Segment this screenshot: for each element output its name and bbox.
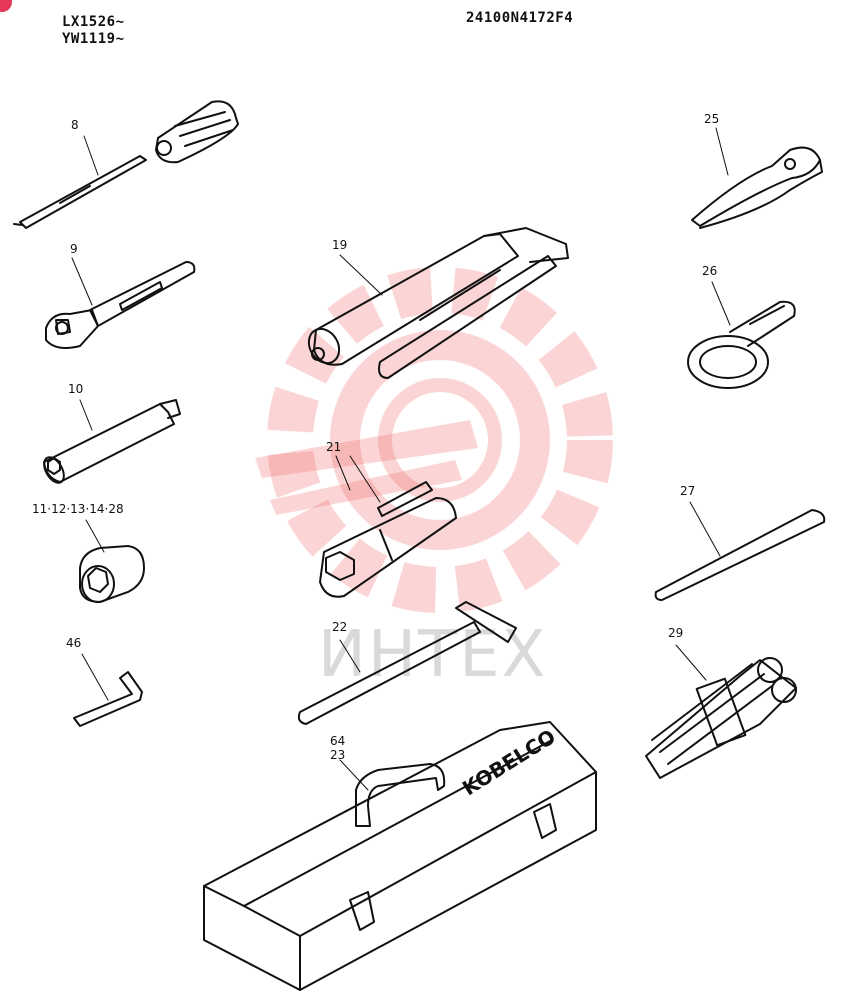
callout-25: 25 <box>704 112 720 126</box>
serial-range-2: YW1119~ <box>62 31 125 47</box>
callout-8: 8 <box>71 118 79 132</box>
serial-range-1: LX1526~ <box>62 14 125 30</box>
part-number: 24100N4172F4 <box>466 10 574 26</box>
pliers-icon <box>691 127 823 229</box>
callout-9: 9 <box>70 242 78 256</box>
socket-bar-icon <box>297 601 517 725</box>
wrench-set-icon <box>645 644 797 779</box>
callout-29: 29 <box>668 626 684 640</box>
callout-46: 46 <box>66 636 82 650</box>
callout-23: 23 <box>330 748 346 762</box>
pry-bar-icon <box>654 501 826 601</box>
callout-11-14-28: 11·12·13·14·28 <box>32 502 124 516</box>
callout-21: 21 <box>326 440 342 454</box>
socket-extension-icon <box>43 399 181 484</box>
screwdriver-icon <box>13 100 239 229</box>
toolbox-icon <box>203 721 597 991</box>
callout-26: 26 <box>702 264 718 278</box>
socket-icon <box>79 519 145 603</box>
callout-22: 22 <box>332 620 348 634</box>
callout-27: 27 <box>680 484 696 498</box>
corner-badge <box>0 0 12 12</box>
grease-gun-icon <box>307 227 569 379</box>
filter-wrench-icon <box>687 281 796 389</box>
callout-10: 10 <box>68 382 84 396</box>
callout-64: 64 <box>330 734 346 748</box>
box-wrench-icon <box>319 455 457 598</box>
watermark-text: ИНТЕХ <box>318 618 548 692</box>
hex-key-icon <box>73 653 143 727</box>
ratchet-handle-icon <box>45 257 196 349</box>
callout-19: 19 <box>332 238 348 252</box>
